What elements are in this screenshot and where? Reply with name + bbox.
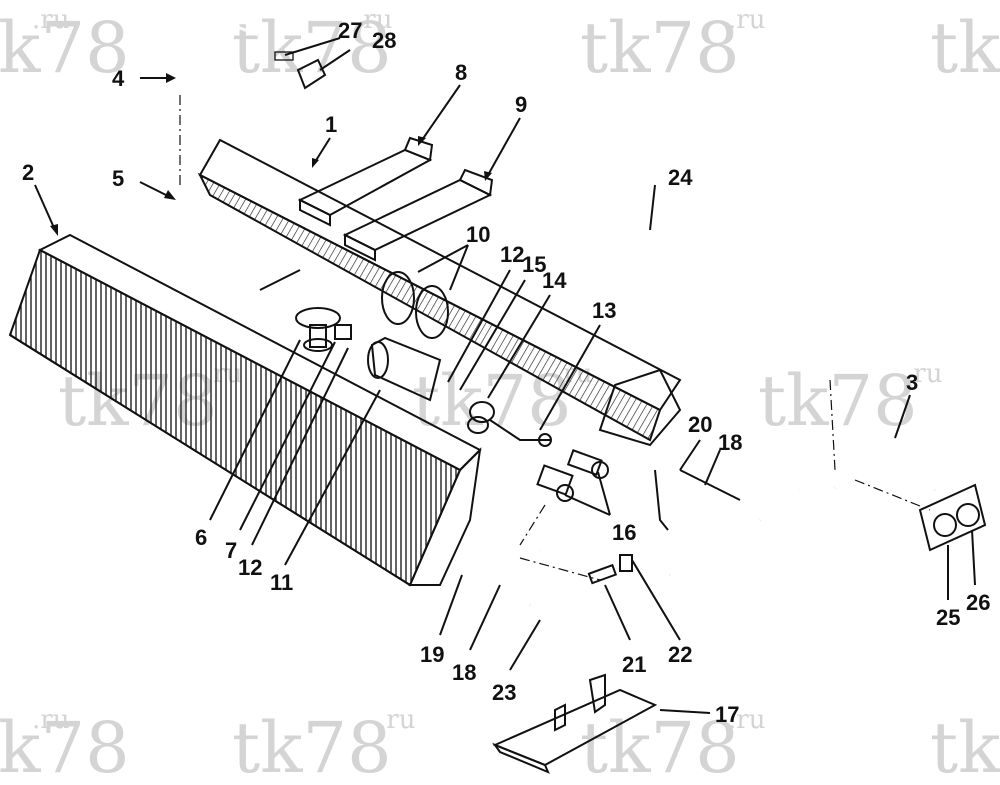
callout-14: 14 — [542, 268, 567, 293]
callout-2: 2 — [22, 160, 34, 185]
watermark-suffix: .ru — [905, 359, 942, 389]
callout-4: 4 — [112, 66, 125, 91]
callout-12-lower: 12 — [238, 555, 262, 580]
callout-20: 20 — [688, 412, 712, 437]
drain-pan-17 — [492, 673, 658, 774]
watermark-bottom-right: tk78 — [930, 707, 1000, 785]
tube-24 — [322, 85, 823, 378]
callout-8: 8 — [455, 60, 467, 85]
watermarks: tk78.ru tk78.ru tk78.ru tk78 tk78.ru tk7… — [0, 5, 1000, 785]
watermark-suffix: .ru — [32, 705, 69, 735]
callout-12-upper: 12 — [500, 242, 524, 267]
callout-10: 10 — [466, 222, 490, 247]
leader-lines — [34, 37, 976, 714]
watermark-top-right: tk78 — [930, 7, 1000, 89]
callout-24: 24 — [668, 165, 693, 190]
watermark-suffix: .ru — [728, 5, 765, 35]
watermark-suffix: .ru — [378, 705, 415, 735]
watermark-mid-right: tk78.ru — [758, 359, 942, 442]
mounting-bracket-9 — [342, 168, 494, 262]
callout-15: 15 — [522, 252, 546, 277]
callout-28: 28 — [372, 28, 396, 53]
watermark-top-center-right: tk78.ru — [580, 5, 765, 89]
callout-3: 3 — [906, 370, 918, 395]
condenser-coil — [8, 233, 482, 587]
callout-18-lower: 18 — [452, 660, 476, 685]
callout-labels: 1 2 3 4 5 6 7 8 9 10 11 12 12 13 14 15 1… — [22, 18, 990, 727]
watermark-text: tk78 — [580, 7, 740, 89]
watermark-suffix: .ru — [728, 705, 765, 735]
sight-glass-14 — [467, 401, 495, 434]
callout-7: 7 — [225, 538, 237, 563]
watermark-text: tk78 — [580, 707, 740, 785]
line-4-5 — [178, 26, 320, 291]
mounting-bracket-8 — [297, 136, 434, 227]
watermark-bottom-center-right: tk78.ru — [580, 705, 765, 785]
watermark-top-center-left: tk78.ru — [232, 5, 392, 89]
clamps — [381, 271, 449, 339]
valve-assembly-16 — [489, 419, 609, 502]
callout-6: 6 — [195, 525, 207, 550]
callout-23: 23 — [492, 680, 516, 705]
watermark-text: tk78 — [232, 707, 392, 785]
lower-lines — [454, 469, 801, 618]
drier-11 — [367, 336, 442, 402]
callout-21: 21 — [622, 652, 646, 677]
callout-25: 25 — [936, 605, 960, 630]
callout-1: 1 — [325, 112, 337, 137]
watermark-text: tk78 — [232, 7, 392, 89]
callout-27: 27 — [338, 18, 362, 43]
watermark-text: tk78 — [758, 360, 918, 442]
watermark-bottom-center-left: tk78.ru — [232, 705, 415, 785]
valve-6 — [295, 307, 352, 352]
watermark-text: tk78 — [0, 7, 130, 89]
bulkhead-fitting-25-26 — [918, 483, 987, 552]
tube-3 — [829, 379, 936, 511]
callout-13: 13 — [592, 298, 616, 323]
callout-19: 19 — [420, 642, 444, 667]
callout-16: 16 — [612, 520, 636, 545]
watermark-bottom-left: tk78.ru — [0, 705, 130, 785]
callout-9: 9 — [515, 92, 527, 117]
watermark-suffix: .ru — [32, 5, 69, 35]
watermark-text: tk78 — [0, 707, 130, 785]
fittings-27-28 — [274, 51, 327, 90]
callout-5: 5 — [112, 166, 124, 191]
watermark-suffix: .ru — [355, 5, 392, 35]
watermark-text: tk78 — [930, 707, 1000, 785]
watermark-text: tk78 — [930, 7, 1000, 89]
callout-26: 26 — [966, 590, 990, 615]
callout-11: 11 — [270, 570, 293, 595]
callout-18-upper: 18 — [718, 430, 742, 455]
evaporator-coil — [197, 138, 682, 447]
callout-22: 22 — [668, 642, 692, 667]
watermark-top-left: tk78.ru — [0, 5, 130, 89]
callout-17: 17 — [715, 702, 739, 727]
